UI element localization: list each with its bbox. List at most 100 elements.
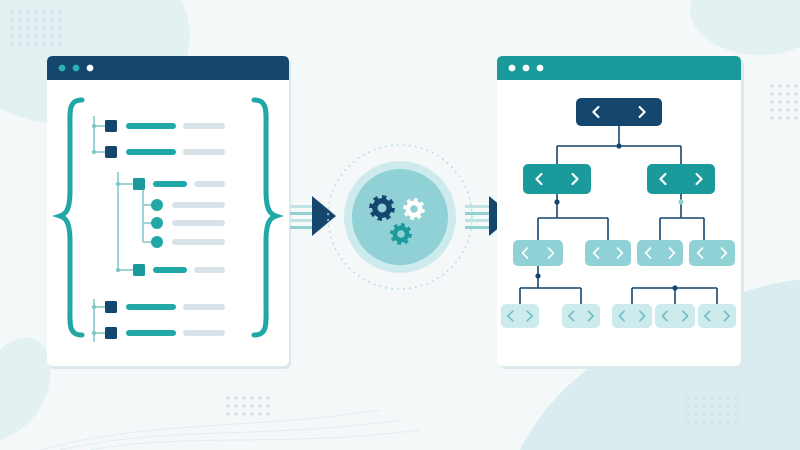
pattern-dot [18,26,22,30]
tree-node-box [562,304,600,328]
chevron-left-icon [592,105,600,119]
pattern-dot [50,18,54,22]
chevron-left-icon [521,247,529,259]
chevron-left-icon [618,310,625,322]
pattern-dot [250,396,254,400]
gears-icon [369,195,425,245]
processing-hub [327,144,473,290]
tree-node-leaf [655,304,695,328]
pattern-dot [26,42,30,46]
node-square-teal [133,264,145,276]
pattern-dot [710,412,714,416]
tree-nodes [501,98,736,328]
left-window-panel [47,56,289,366]
node-square-navy [105,146,117,158]
chevron-left-icon [659,172,667,186]
tree-node-box [655,304,695,328]
pattern-dot [786,92,790,96]
pattern-dot [794,92,798,96]
chevron-left-icon [507,310,514,322]
pattern-dot [258,396,262,400]
pattern-dot [34,42,38,46]
pattern-dot [710,420,714,424]
tree-junctions-light [678,199,684,205]
pattern-dot [718,396,722,400]
pattern-dot [726,404,730,408]
pattern-dot [686,404,690,408]
pattern-dot [26,18,30,22]
code-row [105,120,225,132]
pattern-dot [694,404,698,408]
pattern-dot [258,412,262,416]
pattern-dot [710,396,714,400]
pattern-dot [734,404,738,408]
tree-node-root [576,98,662,126]
pattern-dot [770,116,774,120]
pattern-dot [58,18,62,22]
code-bar-gray [194,181,225,187]
pattern-dot [26,10,30,14]
pattern-dot [786,84,790,88]
pattern-dot [726,420,730,424]
tree-node-box [698,304,736,328]
pattern-dot [718,404,722,408]
pattern-dot [702,404,706,408]
pattern-dot [58,26,62,30]
chevron-left-icon [696,247,704,259]
pattern-dot [242,396,246,400]
chevron-right-icon [682,310,689,322]
curly-brace-icon [52,97,85,338]
curly-brace-icon [251,97,284,338]
pattern-dot [10,18,14,22]
pattern-dot [50,26,54,30]
dot-pattern-right [770,84,798,120]
blob-bottom-left [0,337,51,440]
chevron-left-icon [661,310,668,322]
node-circle-teal [151,217,163,229]
window-controls-icon [508,64,544,72]
pattern-dot [42,34,46,38]
pattern-dot [34,34,38,38]
pattern-dot [258,404,262,408]
code-bar-gray [183,123,225,129]
node-square-navy [105,327,117,339]
chevron-right-icon [526,310,533,322]
gear-hole [410,205,418,213]
tree-node-box [523,164,591,194]
pattern-dot [710,404,714,408]
pattern-dot [734,420,738,424]
pattern-dot [266,412,270,416]
pattern-dot [42,42,46,46]
right-window [497,56,744,369]
blob-top-right [690,0,800,55]
pattern-dot [58,42,62,46]
pattern-dot [250,404,254,408]
pattern-dot [770,92,774,96]
chevron-right-icon [571,172,579,186]
pattern-dot [778,108,782,112]
pattern-dot [694,420,698,424]
code-bar-teal [126,330,176,336]
hub-dashed-ring [327,144,473,290]
chevron-right-icon [638,105,646,119]
tree-junctions [535,143,678,291]
pattern-dot [226,404,230,408]
chevron-right-icon [668,247,676,259]
pattern-dot [702,412,706,416]
pattern-dot [694,412,698,416]
node-square-navy [105,301,117,313]
pattern-dot [58,10,62,14]
pattern-dot [18,10,22,14]
pattern-dot [686,420,690,424]
pattern-dot [778,100,782,104]
chevron-left-icon [568,310,575,322]
chevron-left-icon [704,310,711,322]
pattern-dot [10,26,14,30]
code-bar-gray [172,239,225,245]
chevron-right-icon [616,247,624,259]
code-bar-teal [126,123,176,129]
pattern-dot [10,42,14,46]
pattern-dot [726,412,730,416]
pattern-dot [34,26,38,30]
